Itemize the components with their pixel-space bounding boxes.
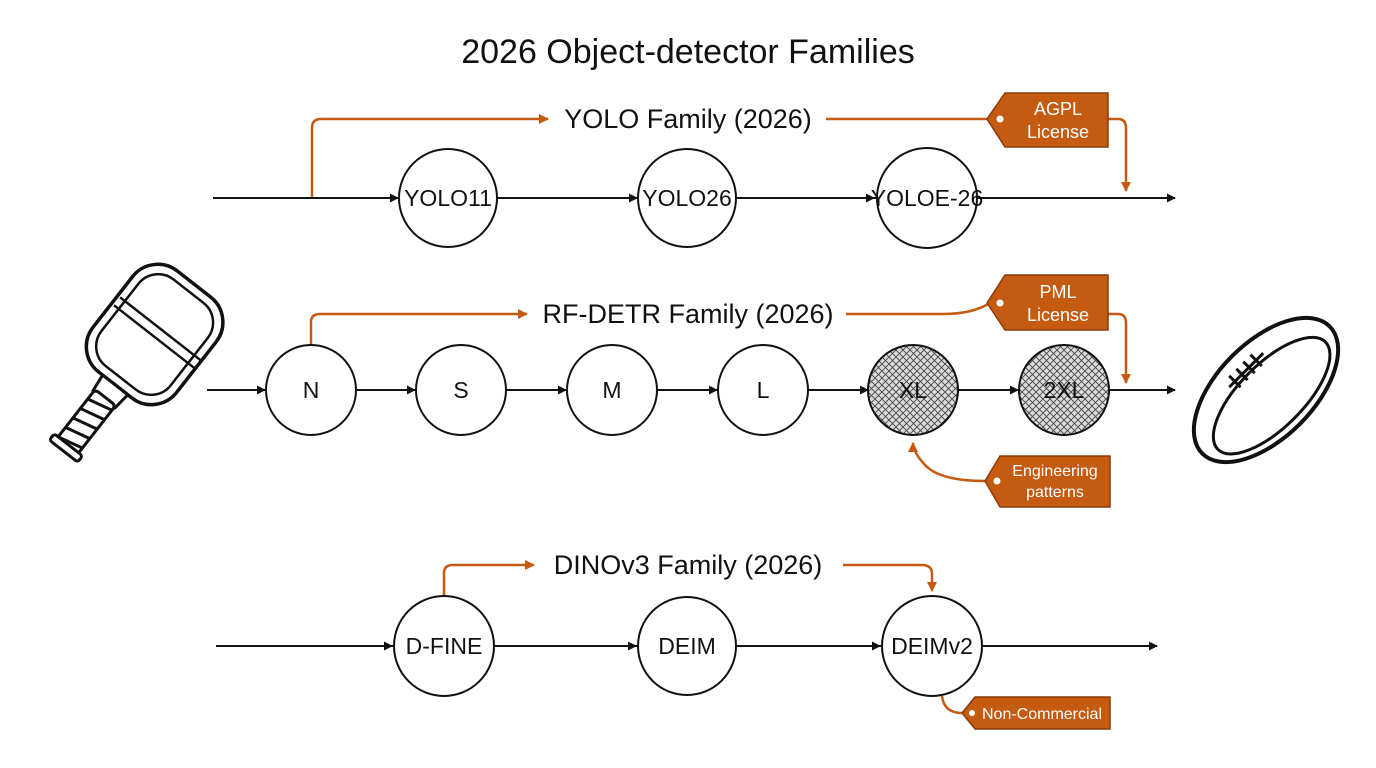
node-s-label: S [453,377,468,403]
non-commercial-tag-text: Non-Commercial [982,706,1102,723]
node-deimv2: DEIMv2 [881,595,983,697]
engineering-patterns-tag: Engineering patterns [984,455,1111,508]
pickleball-paddle-icon [49,262,225,463]
engineering-tag-line-1: Engineering [1012,463,1097,480]
yolo-family-bracket-arrow [310,114,549,197]
node-m: M [566,344,658,436]
engineering-tag-line-2: patterns [1026,484,1084,501]
rf-detr-family-bracket-arrow [309,309,528,345]
node-yolo26: YOLO26 [637,148,737,248]
rf-detr-license-arrow [1108,312,1131,384]
yolo-license-arrow [1108,117,1131,192]
node-n: N [265,344,357,436]
yolo-family-label: YOLO Family (2026) [564,104,812,134]
node-deim: DEIM [637,596,737,696]
node-yolo26-label: YOLO26 [642,185,732,211]
node-xl-label: XL [899,377,927,403]
node-xl: XL [867,344,959,436]
node-d-fine: D-FINE [393,595,495,697]
node-l: L [717,344,809,436]
rf-detr-tag-line-1: PML [1039,282,1076,302]
node-yolo11: YOLO11 [398,148,498,248]
yolo-tag-line-2: License [1027,122,1089,142]
node-2xl: 2XL [1018,344,1110,436]
node-2xl-label: 2XL [1044,377,1085,403]
dinov3-family-bracket-arrow [442,560,535,596]
rf-detr-family-row: RF-DETR Family (2026) PML License Engine… [207,274,1176,508]
engineering-patterns-arrow [908,442,986,483]
non-commercial-connector [940,695,963,715]
node-d-fine-label: D-FINE [406,633,483,659]
yolo-family-row: YOLO Family (2026) AGPL License YOLO11 Y… [213,92,1176,249]
node-yoloe-26: YOLOE-26 [871,147,984,249]
non-commercial-tag: Non-Commercial [961,696,1111,730]
diagram-title: 2026 Object-detector Families [461,33,915,71]
node-s: S [415,344,507,436]
dinov3-family-arrow-down [843,563,937,592]
rf-detr-tag-line-2: License [1027,305,1089,325]
rf-detr-license-connector [846,301,991,316]
node-deim-label: DEIM [658,633,716,659]
node-m-label: M [602,377,621,403]
dinov3-family-label: DINOv3 Family (2026) [554,550,823,580]
node-yolo11-label: YOLO11 [404,185,492,211]
rf-detr-license-tag: PML License [986,274,1109,331]
node-yoloe-26-label: YOLOE-26 [871,185,984,211]
node-n-label: N [303,377,320,403]
dinov3-family-row: DINOv3 Family (2026) Non-Commercial D-FI… [216,550,1158,730]
node-l-label: L [757,377,770,403]
football-icon [1191,315,1341,465]
yolo-tag-line-1: AGPL [1034,99,1082,119]
node-deimv2-label: DEIMv2 [891,633,973,659]
rf-detr-family-label: RF-DETR Family (2026) [542,299,833,329]
yolo-license-tag: AGPL License [986,92,1109,148]
